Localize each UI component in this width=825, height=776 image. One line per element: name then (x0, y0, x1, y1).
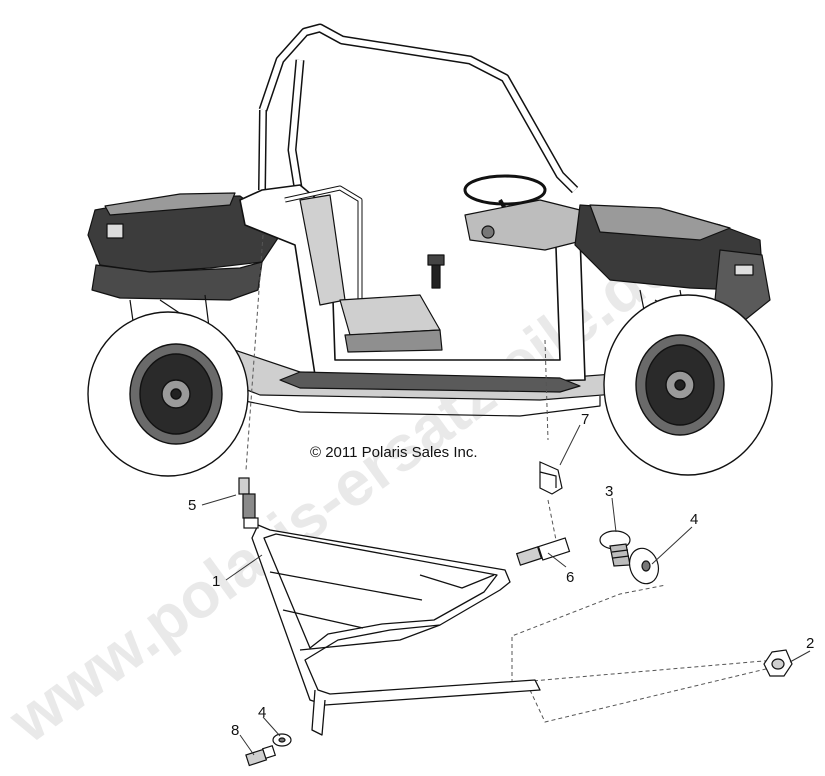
roll-cage-side-inner (289, 59, 303, 201)
seat-base (344, 329, 443, 353)
callout-6: 6 (566, 569, 574, 586)
callout-2: 2 (806, 635, 814, 652)
front-wheel (603, 294, 773, 476)
callout-7: 7 (581, 411, 589, 428)
push-rivet (599, 530, 631, 567)
latch-bracket (539, 461, 563, 495)
rocker-panel (279, 371, 581, 393)
callout-labels: 1 2 3 4 4 5 6 7 8 (188, 411, 814, 739)
rear-fender (91, 261, 263, 301)
washer-lower (272, 733, 292, 747)
callout-leaders (201, 424, 811, 756)
rear-body-top (104, 192, 236, 216)
rear-light (106, 223, 124, 239)
roll-cage-rear-inner (260, 25, 578, 193)
chassis-underside (239, 396, 601, 417)
side-bar-inner (284, 186, 362, 340)
headlight (734, 264, 754, 276)
front-hood-top (589, 204, 731, 241)
callout-4b: 4 (258, 704, 266, 721)
rear-wheel (87, 311, 249, 477)
assembly-lines (245, 234, 776, 723)
callout-8: 8 (231, 722, 239, 739)
seat-bottom (339, 294, 441, 336)
shifter-knob (427, 254, 445, 266)
callout-3: 3 (605, 483, 613, 500)
door-frame-part (251, 524, 541, 736)
callout-4a: 4 (690, 511, 698, 528)
callout-1: 1 (212, 573, 220, 590)
steering-wheel (463, 174, 547, 206)
callout-5: 5 (188, 497, 196, 514)
front-grill (714, 249, 771, 321)
latch-pin (515, 537, 571, 566)
roll-cage-front-inner (259, 109, 266, 191)
washer-upper (628, 547, 660, 585)
dash-knob (481, 225, 495, 239)
upper-pivot-pin (238, 477, 259, 529)
lower-pivot-pin (245, 744, 277, 767)
vehicle-illustration (87, 23, 771, 417)
copyright-text: © 2011 Polaris Sales Inc. (310, 444, 478, 461)
nut (763, 649, 793, 677)
